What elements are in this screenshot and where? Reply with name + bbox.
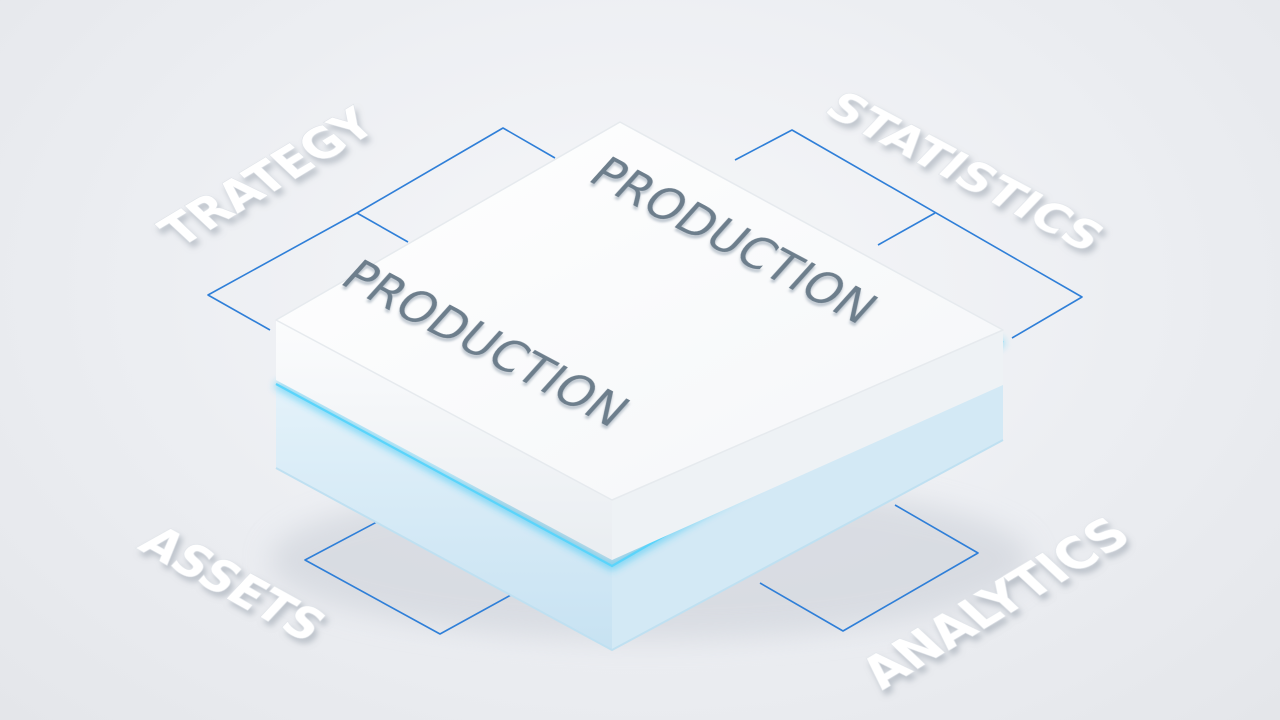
label-strategy: TRATEGY: [148, 98, 388, 256]
block-top-slab: [275, 121, 1004, 560]
label-statistics: STATISTICS: [814, 83, 1114, 261]
connector-lines: [207, 127, 1083, 635]
block-top-face: [275, 121, 1004, 501]
connector-statistics-inner: [877, 212, 936, 246]
connector-strategy-inner: [356, 212, 409, 243]
connector-statistics: [734, 129, 1083, 339]
connector-assets: [304, 514, 521, 635]
connector-analytics: [759, 504, 979, 632]
